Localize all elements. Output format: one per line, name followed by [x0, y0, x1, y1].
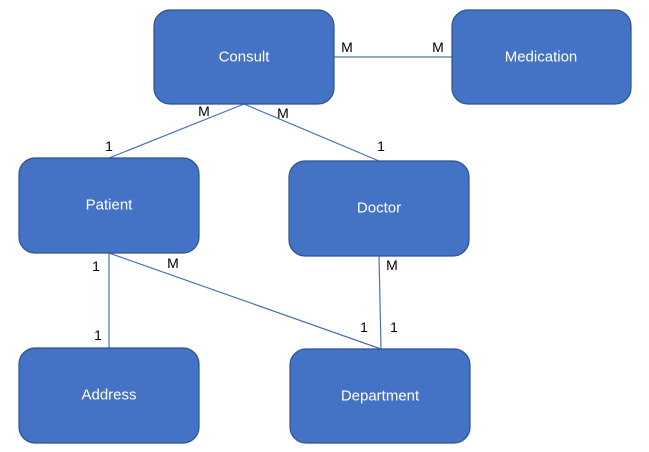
rel-line-doctor-department: [378, 255, 382, 350]
relationship-lines: [108, 56, 452, 350]
card-doctor-department-to: 1: [390, 319, 398, 335]
rel-line-consult-patient: [108, 103, 245, 159]
entity-doctor-label: Doctor: [357, 200, 401, 217]
rel-line-patient-department: [108, 252, 382, 350]
cardinality-labels: M M M 1 M 1 1 1 M 1 M 1: [92, 39, 444, 343]
entity-department-label: Department: [341, 388, 420, 405]
entity-consult[interactable]: Consult: [153, 9, 335, 105]
card-patient-address-from: 1: [92, 258, 100, 274]
entity-medication[interactable]: Medication: [451, 9, 632, 105]
entity-medication-label: Medication: [505, 49, 578, 66]
card-patient-address-to: 1: [94, 327, 102, 343]
card-consult-patient-to: 1: [105, 138, 113, 154]
entity-consult-label: Consult: [219, 49, 271, 66]
card-doctor-department-from: M: [386, 257, 398, 273]
entity-department[interactable]: Department: [289, 348, 471, 444]
card-consult-medication-to: M: [432, 39, 444, 55]
rel-line-consult-doctor: [243, 103, 380, 162]
card-consult-medication-from: M: [341, 39, 353, 55]
entity-doctor[interactable]: Doctor: [288, 160, 470, 257]
entity-address-label: Address: [81, 387, 136, 404]
entity-address[interactable]: Address: [18, 347, 200, 444]
card-patient-department-to: 1: [360, 319, 368, 335]
card-consult-doctor-to: 1: [377, 138, 385, 154]
card-consult-patient-from: M: [198, 103, 210, 119]
card-patient-department-from: M: [167, 255, 179, 271]
card-consult-doctor-from: M: [277, 105, 289, 121]
entity-patient-label: Patient: [86, 197, 134, 214]
entity-patient[interactable]: Patient: [18, 157, 200, 254]
